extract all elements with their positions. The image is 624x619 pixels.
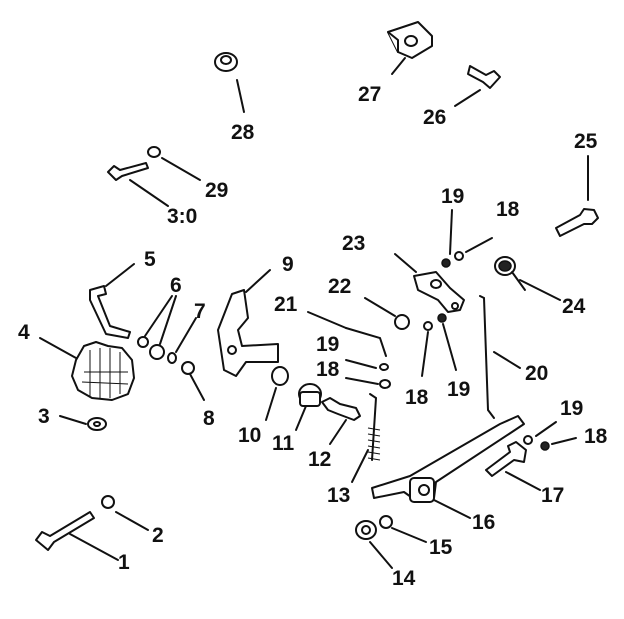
part-25-bolt [555,155,599,237]
callout-18-d: 18 [584,425,608,448]
callout-21: 21 [274,293,298,316]
callout-18-a: 18 [496,198,520,221]
part-23-bellcrank [394,209,493,377]
callout-17: 17 [541,484,565,507]
part-20-link-rod [479,295,521,419]
callout-8: 8 [203,407,215,430]
part-28-nut [214,52,245,113]
part-2-nut [101,495,149,531]
callout-24: 24 [562,295,586,318]
callout-29: 29 [205,179,229,202]
callout-12: 12 [308,448,332,471]
callout-26: 26 [423,106,447,129]
callout-11: 11 [272,432,295,455]
callout-16: 16 [472,511,496,534]
callout-7: 7 [194,300,206,323]
part-17-bolt [485,421,577,491]
part-30-screw [107,162,169,207]
callout-20: 20 [525,362,549,385]
part-14-15-nut-washer [355,515,427,569]
callout-18-b: 18 [316,358,340,381]
part-11-spacer [295,383,322,431]
part-4-gear [39,337,135,401]
part-3-washer [59,415,107,431]
callout-9: 9 [282,253,294,276]
part-12-bolt [321,397,361,445]
part-1-long-bolt [35,511,119,561]
part-21-rod [307,311,391,389]
callout-18-c: 18 [405,386,429,409]
callout-19-b: 19 [316,333,340,356]
part-13-spring [351,393,381,483]
callout-14: 14 [392,567,416,590]
callout-10: 10 [238,424,262,447]
part-16-lever [371,415,525,519]
part-5-lever [89,263,135,339]
callout-19-c: 19 [447,378,471,401]
callout-19-d: 19 [560,397,584,420]
part-24-spring [494,256,561,301]
part-9-bracket [217,269,279,377]
part-10-nut [265,366,289,421]
callout-4: 4 [18,321,30,344]
callout-5: 5 [144,248,156,271]
part-29-washer [147,146,201,181]
callout-13: 13 [327,484,351,507]
part-27-bracket [387,21,433,75]
callout-2: 2 [152,524,164,547]
part-6-7-8-washers [137,295,205,401]
callout-28: 28 [231,121,255,144]
callout-23: 23 [342,232,366,255]
callout-25: 25 [574,130,598,153]
callout-27: 27 [358,83,382,106]
callout-6: 6 [170,274,182,297]
callout-19-a: 19 [441,185,465,208]
callout-22: 22 [328,275,352,298]
part-22-nut [364,297,410,330]
callout-15: 15 [429,536,453,559]
part-26-bolt [454,65,501,107]
callout-3: 3 [38,405,50,428]
callout-30: 3:0 [167,205,198,228]
callout-1: 1 [118,551,130,574]
